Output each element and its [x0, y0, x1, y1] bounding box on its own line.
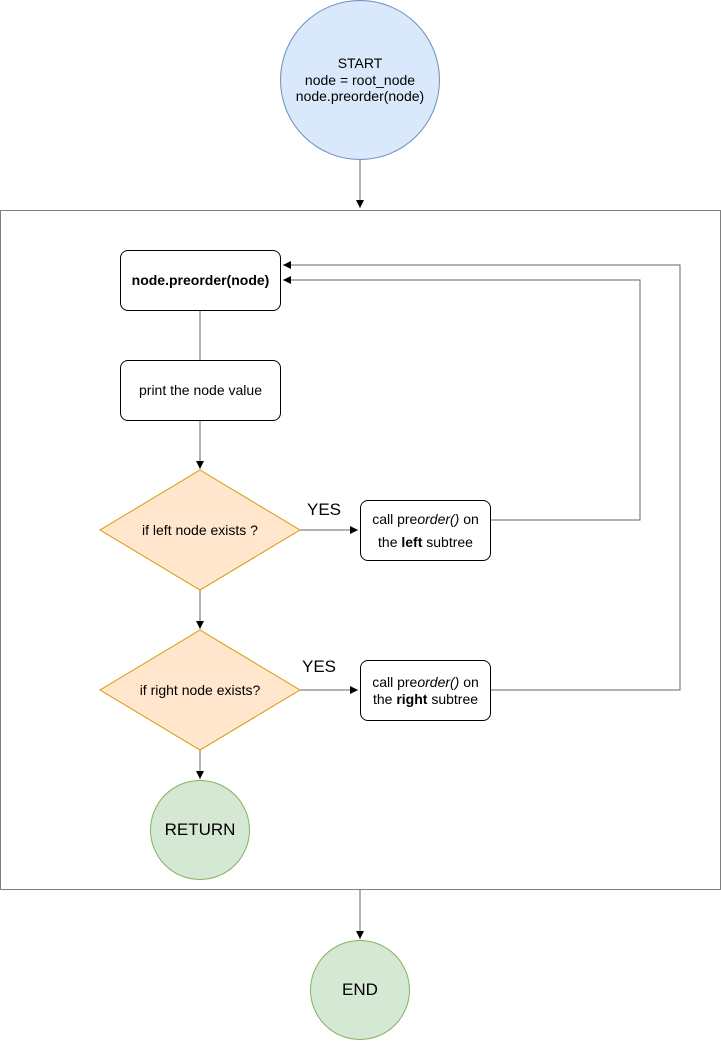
call-left-side: left: [401, 533, 423, 550]
edge-right-loop: [283, 261, 681, 691]
call-left-fn: order(): [417, 510, 460, 527]
yes-left-label: YES: [307, 500, 342, 519]
preorder-call-box: node.preorder(node): [120, 250, 281, 311]
return-label: RETURN: [164, 819, 236, 839]
call-left-tail: subtree: [422, 533, 473, 550]
call-right-side: right: [396, 690, 428, 707]
print-value-box: print the node value: [120, 360, 281, 421]
decision-right-label: if right node exists?: [139, 682, 261, 698]
edge-left-loop: [283, 276, 641, 521]
call-right-the: the: [372, 690, 397, 707]
call-right-pre: call pre: [372, 673, 418, 690]
return-node: RETURN: [150, 780, 250, 880]
call-right-box: call preorder() on the right subtree: [360, 660, 491, 721]
end-node: END: [310, 940, 410, 1040]
decision-left-label: if left node exists ?: [142, 522, 258, 538]
print-value-label: print the node value: [139, 382, 262, 399]
decision-left-shape: [99, 469, 301, 591]
call-left-pre: call pre: [372, 510, 418, 527]
decision-right-shape: [99, 629, 301, 751]
call-right-tail: subtree: [427, 690, 479, 707]
start-line-3: node.preorder(node): [295, 88, 425, 105]
start-node: START node = root_node node.preorder(nod…: [280, 0, 440, 160]
call-left-the: the: [378, 533, 402, 550]
start-line-1: START: [337, 54, 383, 71]
call-right-fn: order(): [417, 673, 460, 690]
call-right-post: on: [459, 673, 479, 690]
preorder-call-label: node.preorder(node): [131, 272, 270, 289]
yes-right-label: YES: [302, 657, 337, 676]
call-left-post: on: [459, 510, 479, 527]
call-left-box: call preorder() on the left subtree: [360, 500, 491, 561]
start-line-2: node = root_node: [304, 71, 416, 88]
end-label: END: [342, 979, 378, 999]
